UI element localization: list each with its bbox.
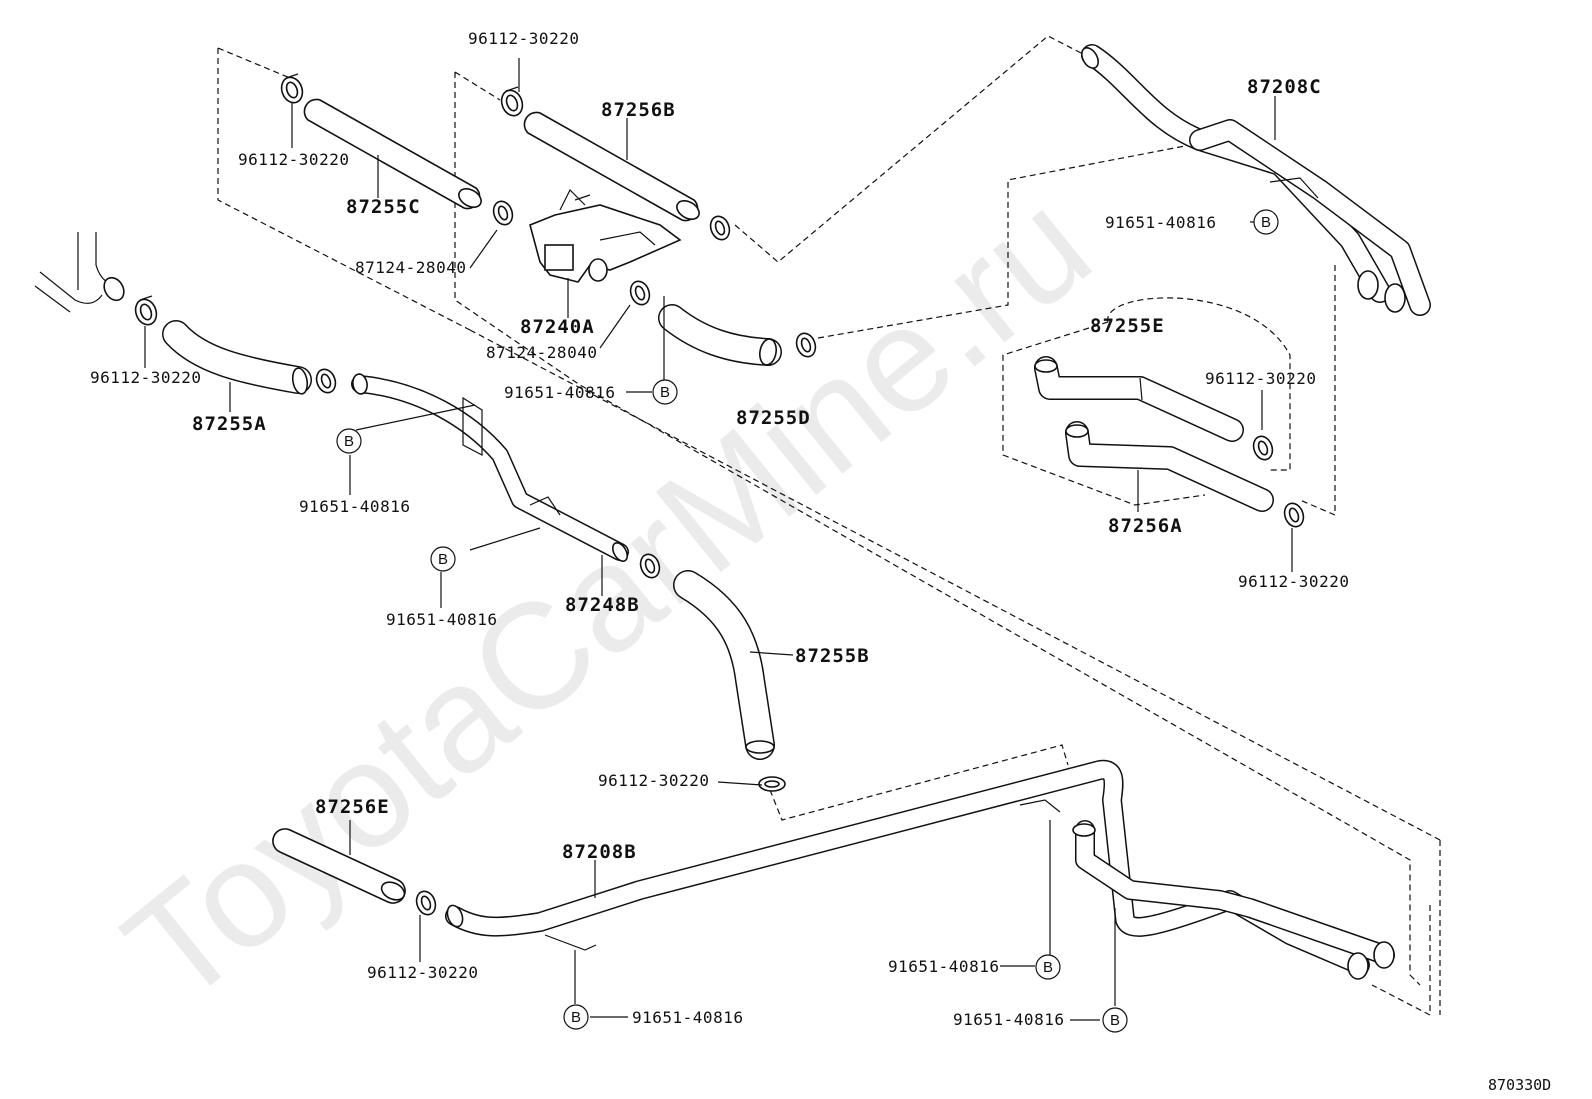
svg-text:B: B <box>1043 959 1053 976</box>
label-clamp-right-lower: 96112-30220 <box>1238 572 1349 591</box>
outline-87255E-group <box>1002 297 1291 506</box>
label-87255D: 87255D <box>736 407 811 429</box>
label-clip-lower: 87124-28040 <box>486 343 597 362</box>
hose-87255B <box>673 570 775 760</box>
svg-text:B: B <box>344 433 354 450</box>
label-clamp-bottom: 96112-30220 <box>367 963 478 982</box>
label-clip-upper: 87124-28040 <box>355 258 466 277</box>
label-87255C: 87255C <box>346 196 421 218</box>
svg-text:B: B <box>1110 1012 1120 1029</box>
svg-text:B: B <box>438 551 448 568</box>
hose-87255C <box>303 98 482 210</box>
label-87208C: 87208C <box>1247 76 1322 98</box>
label-bracket-bottom-mid: 91651-40816 <box>888 957 999 976</box>
bracket-marker-b: B <box>1102 1007 1128 1033</box>
outline-lower-pipe-bottom <box>1371 905 1431 1016</box>
bracket-marker-b: B <box>1035 954 1061 980</box>
hose-87256B <box>523 111 700 222</box>
label-bracket-valve: 91651-40816 <box>504 383 615 402</box>
bracket-marker-b: B <box>652 379 678 405</box>
label-bracket-87208C: 91651-40816 <box>1105 213 1216 232</box>
hose-clamp <box>1283 502 1305 528</box>
hose-clamp <box>795 332 817 358</box>
label-bracket-pipe-lower: 91651-40816 <box>386 610 497 629</box>
label-clamp-left: 96112-30220 <box>90 368 201 387</box>
figure-code: 870330D <box>1488 1076 1551 1094</box>
hose-87255E <box>1034 356 1244 442</box>
hose-87256E <box>272 828 406 904</box>
hose-87255D <box>658 304 782 366</box>
hose-clamp <box>415 890 437 916</box>
hose-clamp <box>280 73 304 104</box>
label-87240A: 87240A <box>520 316 595 338</box>
label-bracket-bottom-right: 91651-40816 <box>953 1010 1064 1029</box>
label-clamp-top-left: 96112-30220 <box>238 150 349 169</box>
hose-87256A <box>1065 421 1274 512</box>
label-87208B: 87208B <box>562 841 637 863</box>
leader-lines <box>144 58 1293 1021</box>
label-bracket-bottom-left: 91651-40816 <box>632 1008 743 1027</box>
pipe-87248B <box>351 373 629 562</box>
svg-text:B: B <box>571 1009 581 1026</box>
label-87256E: 87256E <box>315 796 390 818</box>
outline-lower-pipe-top <box>769 744 1069 821</box>
pipe-87208C <box>1081 44 1431 316</box>
outline-right-side <box>1299 265 1336 516</box>
hose-clamp <box>709 215 731 241</box>
label-87255A: 87255A <box>192 413 267 435</box>
hose-clamp <box>629 280 651 306</box>
label-clamp-top-center: 96112-30220 <box>468 29 579 48</box>
hose-clamp <box>492 200 514 226</box>
label-87248B: 87248B <box>565 594 640 616</box>
label-87256A: 87256A <box>1108 515 1183 537</box>
label-87255E: 87255E <box>1090 315 1165 337</box>
bracket-marker-b: B <box>1253 209 1279 235</box>
label-bracket-pipe-upper: 91651-40816 <box>299 497 410 516</box>
label-clamp-right-upper: 96112-30220 <box>1205 369 1316 388</box>
label-87255B: 87255B <box>795 645 870 667</box>
bracket-marker-b: B <box>430 546 456 572</box>
svg-text:B: B <box>660 384 670 401</box>
hose-clamp <box>315 368 337 394</box>
hose-clamp <box>500 86 524 117</box>
outline-right-mid <box>817 144 1191 339</box>
inlet-stub <box>34 232 125 313</box>
label-87256B: 87256B <box>601 99 676 121</box>
bracket-marker-b: B <box>336 428 362 454</box>
svg-text:B: B <box>1261 214 1271 231</box>
water-valve-87240A <box>529 188 682 283</box>
label-clamp-87255B: 96112-30220 <box>598 771 709 790</box>
hose-clamp <box>758 776 786 792</box>
hose-clamp <box>639 553 661 579</box>
outline-valve-group <box>454 71 1411 975</box>
hose-87255A <box>162 320 312 395</box>
outline-upper-left-group <box>217 47 1441 1015</box>
hose-clamp <box>1252 435 1274 461</box>
outline-top-right <box>734 35 1086 263</box>
bracket-marker-b: B <box>563 1004 589 1030</box>
hose-clamp <box>134 295 158 326</box>
pipe-87208B <box>445 759 1395 980</box>
